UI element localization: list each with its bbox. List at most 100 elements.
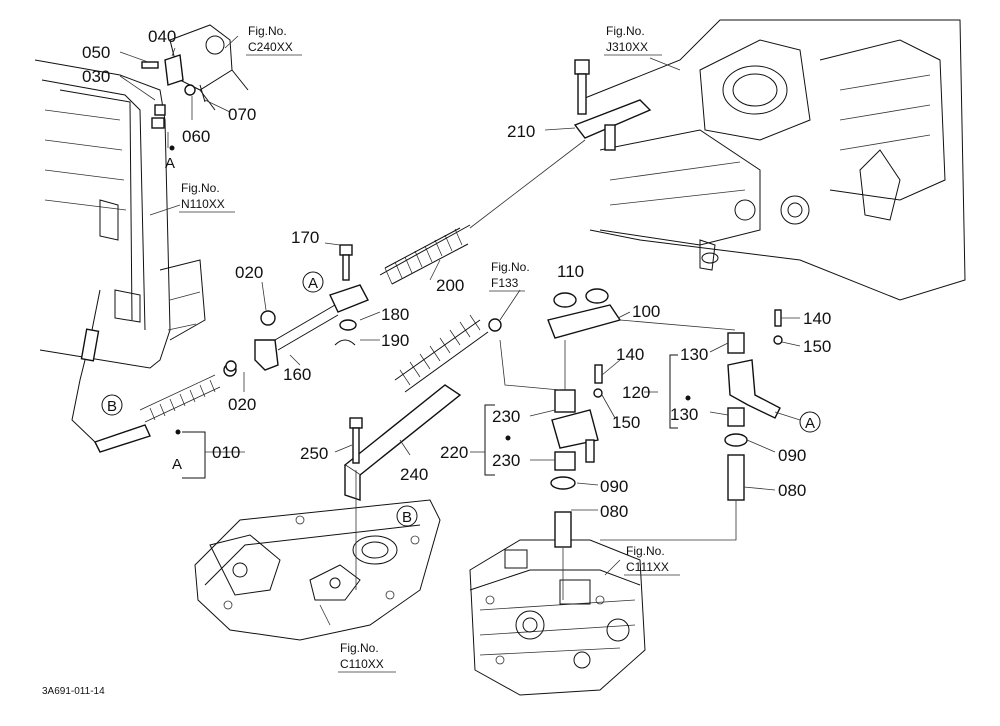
ref-letter-a-arm: A <box>805 415 815 432</box>
spring-line <box>469 139 586 229</box>
part-label-120: 120 <box>622 383 650 402</box>
bolt-250 <box>349 417 363 464</box>
washer-180-shape <box>339 319 357 331</box>
part-label-010: 010 <box>212 443 240 462</box>
part-label-170: 170 <box>291 228 319 247</box>
part-label-250: 250 <box>300 444 328 463</box>
center-axis-left <box>562 340 566 600</box>
nut-020-upper <box>260 310 276 326</box>
bolt-140-right <box>774 309 782 327</box>
washer-060-shape <box>184 84 196 96</box>
clevis-040-shape <box>164 54 184 86</box>
ring-110-left <box>553 292 577 308</box>
part-label-110: 110 <box>557 262 584 281</box>
figref-code: J310XX <box>606 40 648 54</box>
group-dot <box>175 429 181 435</box>
plate-100-shape <box>547 304 622 339</box>
bracket-010 <box>182 431 206 479</box>
part-label-090-right: 090 <box>778 446 806 465</box>
cable-010 <box>71 289 237 453</box>
center-axis-right <box>600 500 737 541</box>
figref-title: Fig.No. <box>606 24 645 38</box>
figref-n110xx: Fig.No. N110XX <box>179 181 235 213</box>
part-label-080-left: 080 <box>600 502 628 521</box>
figref-code: N110XX <box>181 197 225 211</box>
part-label-060: 060 <box>182 127 210 146</box>
drawing-code: 3A691-011-14 <box>42 686 105 697</box>
part-label-140-left: 140 <box>616 345 644 364</box>
spring-link-line <box>499 339 561 391</box>
part-label-020-lower: 020 <box>228 395 256 414</box>
figref-code: C111XX <box>626 560 669 574</box>
hitch-cover-drawing <box>194 499 441 641</box>
figref-c240xx: Fig.No. C240XX <box>246 24 302 56</box>
figref-code: C240XX <box>248 40 293 54</box>
part-label-030: 030 <box>82 67 110 86</box>
ref-circle-b <box>101 394 123 416</box>
ref-letter-a-clevis: A <box>308 275 318 292</box>
control-valve-drawing <box>469 539 646 696</box>
part-label-220: 220 <box>440 443 468 462</box>
clevis-a-shape <box>329 284 369 313</box>
ring-110-right <box>585 288 609 304</box>
part-label-150-left: 150 <box>612 413 640 432</box>
spring-200 <box>379 224 471 285</box>
part-label-200: 200 <box>436 276 464 295</box>
figref-j310xx: Fig.No. J310XX <box>604 24 662 56</box>
part-030-shape <box>154 104 166 116</box>
part-label-080-right: 080 <box>778 481 806 500</box>
washer-150-left <box>593 388 603 398</box>
bolt-170 <box>339 244 353 281</box>
part-label-230-upper: 230 <box>492 407 520 426</box>
ref-letter-a-cable: A <box>172 456 182 473</box>
part-label-130-upper: 130 <box>680 345 708 364</box>
plate-210 <box>573 59 652 151</box>
ref-letter-b-cable: B <box>107 398 117 415</box>
clip-190-shape <box>334 339 356 346</box>
part-label-090-left: 090 <box>600 477 628 496</box>
figref-c110xx: Fig.No. C110XX <box>338 641 396 673</box>
ref-letter-b-bracket: B <box>402 509 412 526</box>
nut-020-lower <box>225 360 237 372</box>
bracket-220 <box>484 404 495 476</box>
plate-link-line <box>619 319 736 331</box>
bracket-120 <box>669 354 678 429</box>
group-dot <box>169 145 175 151</box>
bracket-240 <box>343 314 502 501</box>
ref-circle-b <box>396 505 418 527</box>
part-label-130-lower: 130 <box>670 405 698 424</box>
part-label-240: 240 <box>400 465 428 484</box>
washer-150-right <box>773 335 783 345</box>
part-label-230-lower: 230 <box>492 451 520 470</box>
figref-title: Fig.No. <box>491 260 530 274</box>
part-label-190: 190 <box>381 331 409 350</box>
part-label-100: 100 <box>632 302 660 321</box>
part-label-020-upper: 020 <box>235 263 263 282</box>
rod-160 <box>254 304 339 371</box>
group-dot <box>685 395 691 401</box>
figref-title: Fig.No. <box>181 181 220 195</box>
leader-lines <box>119 35 801 626</box>
part-label-040: 040 <box>148 27 176 46</box>
figref-f133: Fig.No. F133 <box>489 260 530 292</box>
ref-circle-a <box>302 271 324 293</box>
part-label-070: 070 <box>228 105 256 124</box>
part-label-210: 210 <box>507 122 535 141</box>
pin-050-shape <box>141 61 159 69</box>
arm-assembly-120 <box>724 332 781 501</box>
figref-title: Fig.No. <box>248 24 287 38</box>
group-dot <box>505 435 511 441</box>
figref-c111xx: Fig.No. C111XX <box>624 544 680 576</box>
part-label-160: 160 <box>283 365 311 384</box>
cotter-070-shape <box>199 84 206 103</box>
ref-circle-a <box>799 411 821 433</box>
part-label-180: 180 <box>381 305 409 324</box>
ref-letter-a-top: A <box>165 155 175 172</box>
figref-code: F133 <box>491 276 519 290</box>
part-label-150-right: 150 <box>803 337 831 356</box>
part-030b-shape <box>151 117 165 129</box>
fender-panel-drawing <box>34 59 206 369</box>
transmission-housing-drawing <box>579 19 966 301</box>
figref-title: Fig.No. <box>340 641 379 655</box>
